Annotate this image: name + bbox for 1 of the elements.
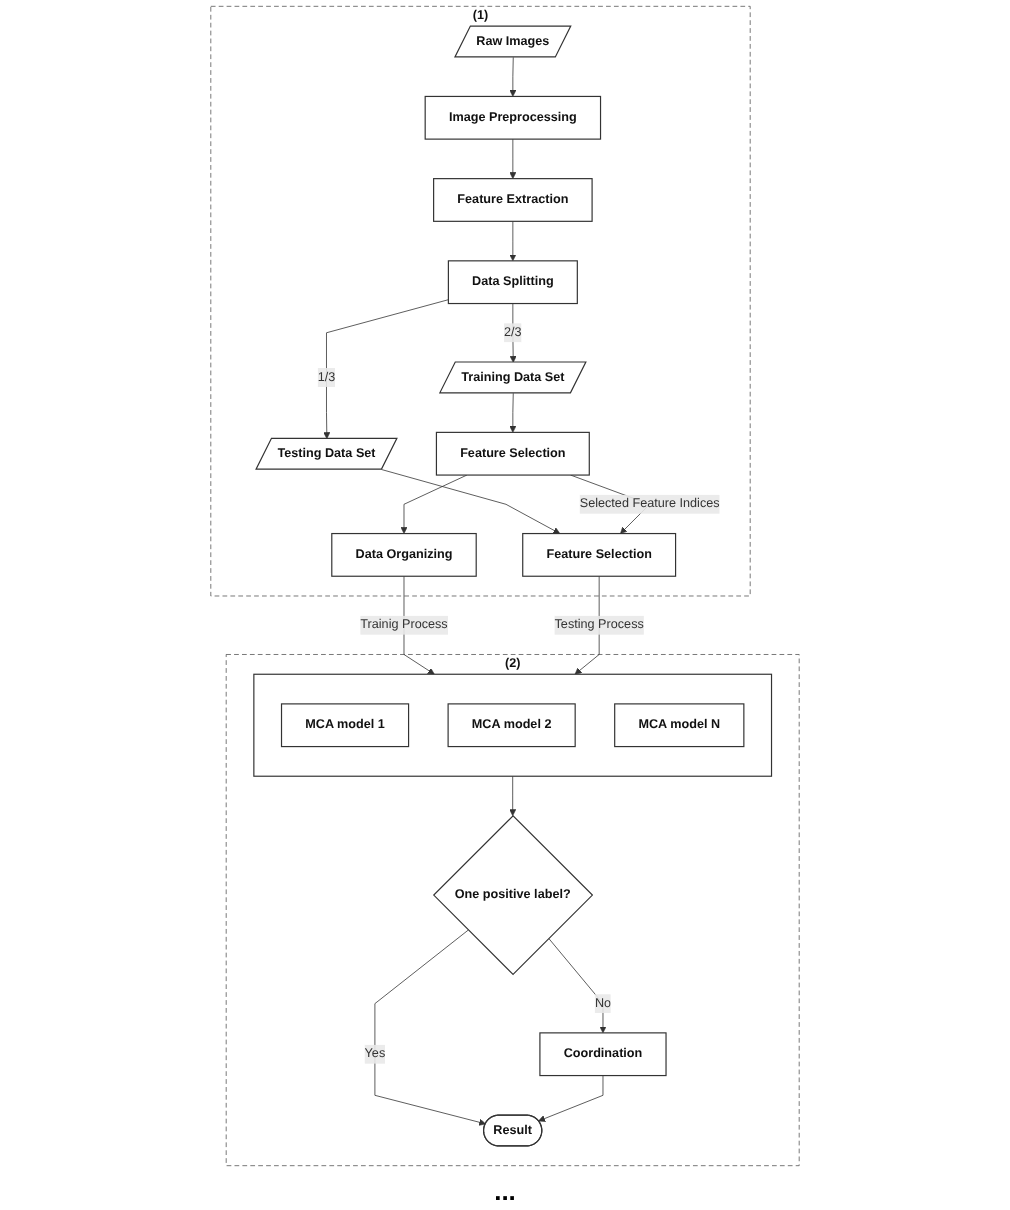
ellipsis-label: ... — [494, 1176, 516, 1206]
